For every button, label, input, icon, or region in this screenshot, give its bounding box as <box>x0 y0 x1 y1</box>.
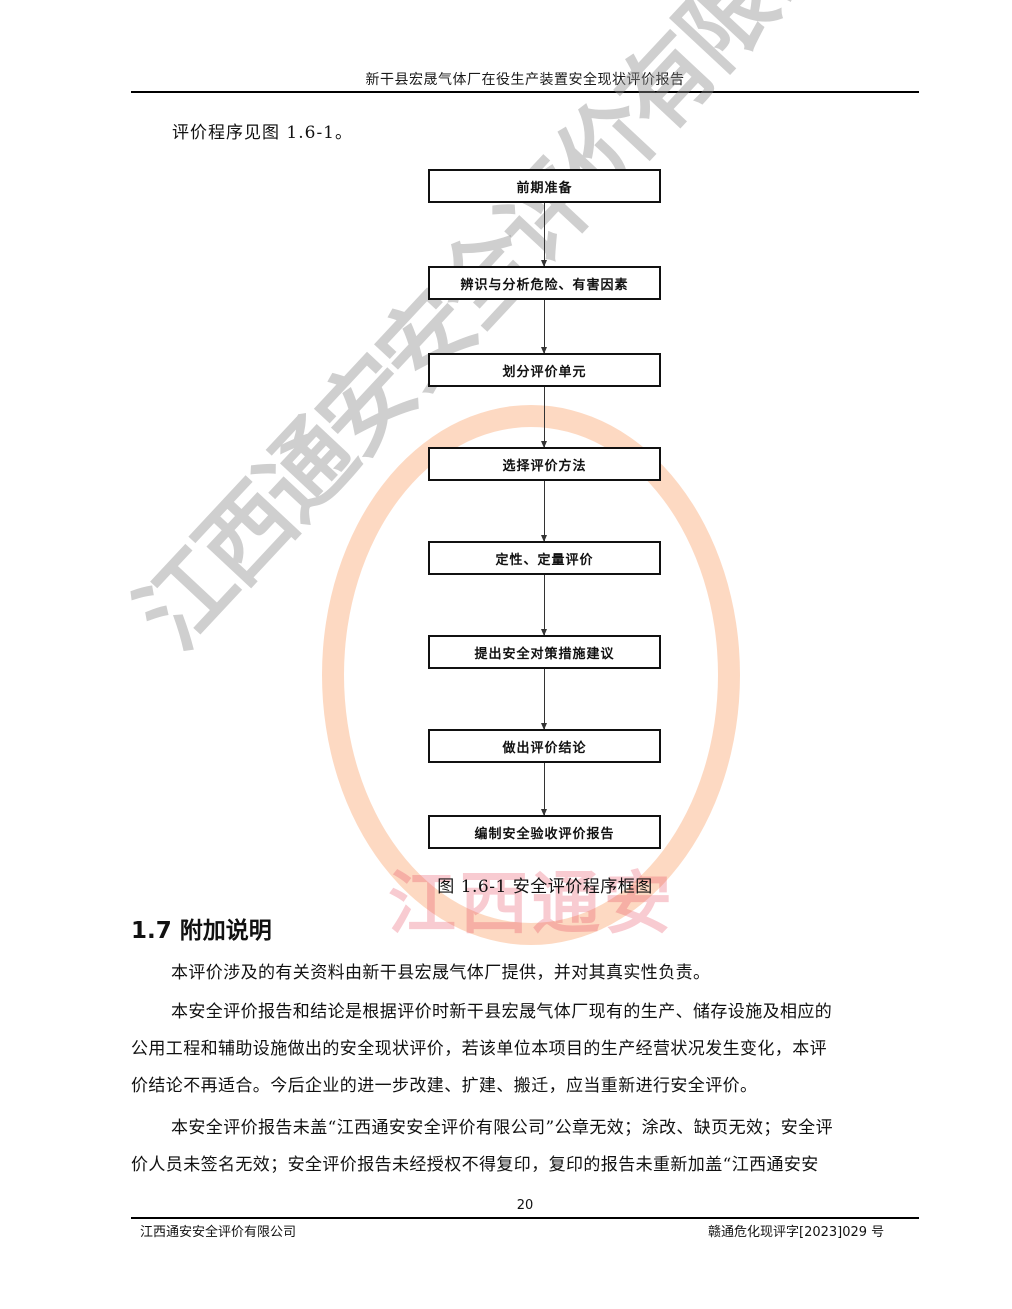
watermark-stamp-text: 江西通安 <box>388 865 677 944</box>
flow-step-4: 选择评价方法 <box>428 447 661 481</box>
flow-step-2: 辨识与分析危险、有害因素 <box>428 266 661 300</box>
paragraph-line: 本安全评价报告和结论是根据评价时新干县宏晟气体厂现有的生产、储存设施及相应的 <box>171 1002 833 1022</box>
page-number: 20 <box>516 1198 534 1213</box>
footer-company: 江西通安安全评价有限公司 <box>140 1225 297 1240</box>
flow-step-6: 提出安全对策措施建议 <box>428 635 661 669</box>
flow-arrow-3 <box>541 387 547 448</box>
intro-text: 评价程序见图 1.6-1。 <box>172 123 353 143</box>
flow-step-5: 定性、定量评价 <box>428 541 661 575</box>
running-header-title: 新干县宏晟气体厂在役生产装置安全现状评价报告 <box>365 72 685 88</box>
paragraph-line: 本评价涉及的有关资料由新干县宏晟气体厂提供，并对其真实性负责。 <box>171 963 711 983</box>
flow-arrow-5 <box>541 575 547 636</box>
figure-caption: 图 1.6-1 安全评价程序框图 <box>437 877 653 897</box>
flow-arrow-4 <box>541 481 547 542</box>
section-heading: 1.7 附加说明 <box>131 918 272 944</box>
flow-step-7: 做出评价结论 <box>428 729 661 763</box>
paragraph-line: 本安全评价报告未盖“江西通安安全评价有限公司”公章无效；涂改、缺页无效；安全评 <box>171 1118 833 1138</box>
paragraph-2: 本安全评价报告和结论是根据评价时新干县宏晟气体厂现有的生产、储存设施及相应的 公… <box>131 994 921 1105</box>
paragraph-line: 价人员未签名无效；安全评价报告未经授权不得复印，复印的报告未重新加盖“江西通安安 <box>131 1155 819 1175</box>
flow-step-8: 编制安全验收评价报告 <box>428 815 661 849</box>
flow-step-1: 前期准备 <box>428 169 661 203</box>
paragraph-3: 本安全评价报告未盖“江西通安安全评价有限公司”公章无效；涂改、缺页无效；安全评 … <box>131 1110 921 1184</box>
paragraph-line: 公用工程和辅助设施做出的安全现状评价，若该单位本项目的生产经营状况发生变化，本评 <box>131 1039 827 1059</box>
flow-arrow-1 <box>541 203 547 267</box>
flow-arrow-2 <box>541 300 547 354</box>
flow-arrow-6 <box>541 669 547 730</box>
footer-divider <box>131 1217 919 1219</box>
paragraph-1: 本评价涉及的有关资料由新干县宏晟气体厂提供，并对其真实性负责。 <box>131 955 921 992</box>
header-divider <box>131 91 919 93</box>
flow-step-3: 划分评价单元 <box>428 353 661 387</box>
paragraph-line: 价结论不再适合。今后企业的进一步改建、扩建、搬迁，应当重新进行安全评价。 <box>131 1076 758 1096</box>
flow-arrow-7 <box>541 763 547 816</box>
footer-doc-number: 赣通危化现评字[2023]029 号 <box>708 1225 885 1240</box>
